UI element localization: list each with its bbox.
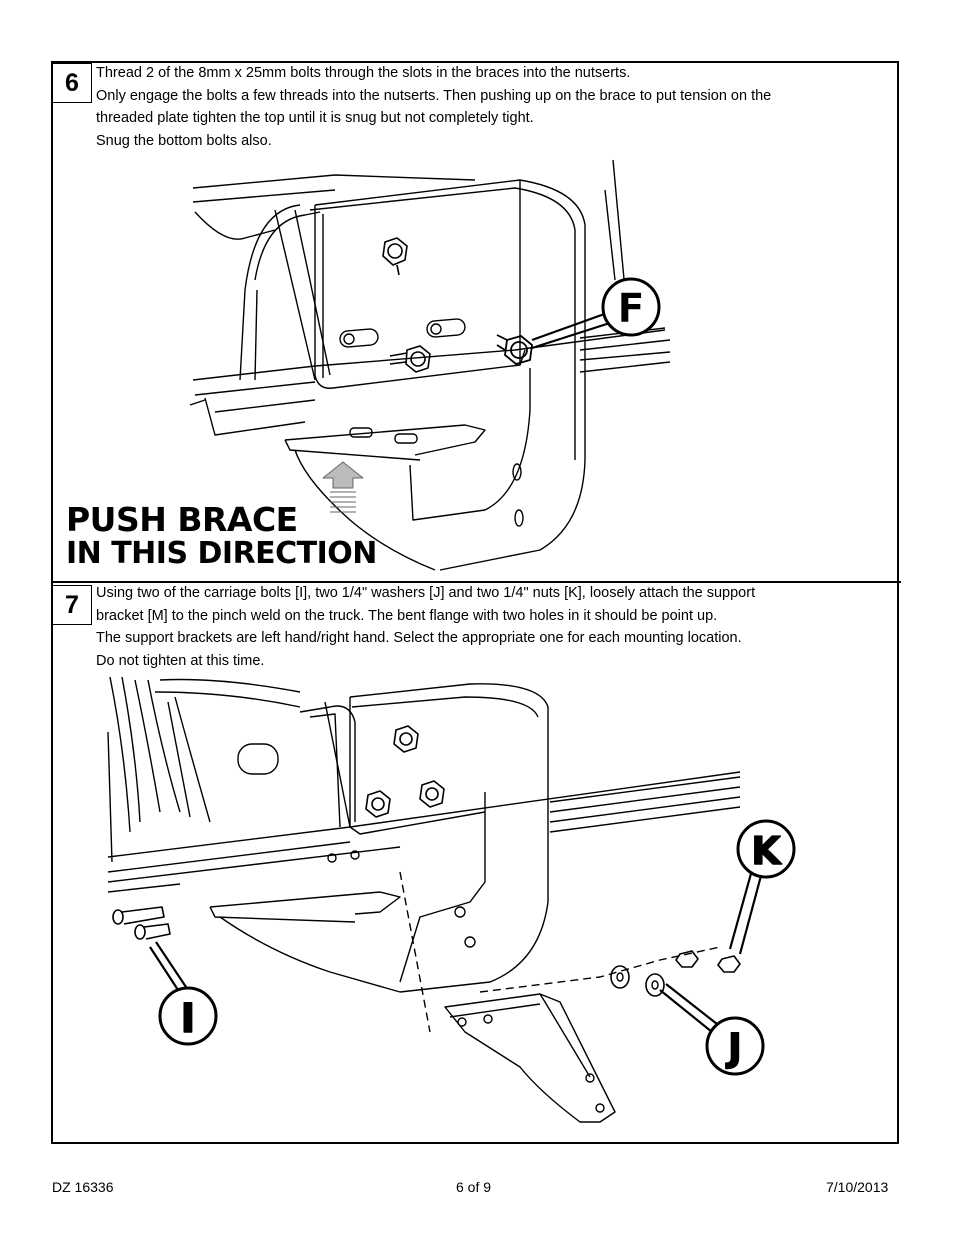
step-6-line: Only engage the bolts a few threads into…: [96, 87, 772, 104]
step-6-instructions: Thread 2 of the 8mm x 25mm bolts through…: [96, 62, 886, 152]
step-divider: [51, 581, 901, 583]
callout-k-label: K: [751, 829, 782, 873]
step-7-line: Do not tighten at this time.: [96, 652, 265, 669]
step-6-brace-illustration: F: [189, 159, 671, 571]
callout-f-label: F: [617, 286, 644, 332]
footer-page-number: 6 of 9: [456, 1179, 492, 1195]
step-6-line: Thread 2 of the 8mm x 25mm bolts through…: [96, 65, 631, 81]
callout-i-label: I: [181, 996, 196, 1042]
step-6-line: threaded plate tighten the top until it …: [96, 110, 534, 126]
callout-j-label: J: [725, 1026, 742, 1070]
step-7-line: Using two of the carriage bolts [I], two…: [96, 585, 756, 601]
step-6-number: 6: [52, 63, 92, 103]
footer-doc-id: DZ 16336: [52, 1179, 114, 1195]
step-7-line: bracket [M] to the pinch weld on the tru…: [96, 607, 718, 624]
push-brace-caption-line1: PUSH BRACE: [66, 500, 298, 539]
footer-date: 7/10/2013: [826, 1179, 889, 1195]
step-7-number: 7: [52, 585, 92, 625]
step-7-instructions: Using two of the carriage bolts [I], two…: [96, 582, 886, 672]
push-brace-caption-line2: IN THIS DIRECTION: [66, 536, 377, 571]
step-7-bracket-illustration: K I J: [107, 676, 796, 1123]
step-6-line: Snug the bottom bolts also.: [96, 132, 272, 149]
step-7-line: The support brackets are left hand/right…: [96, 630, 742, 646]
